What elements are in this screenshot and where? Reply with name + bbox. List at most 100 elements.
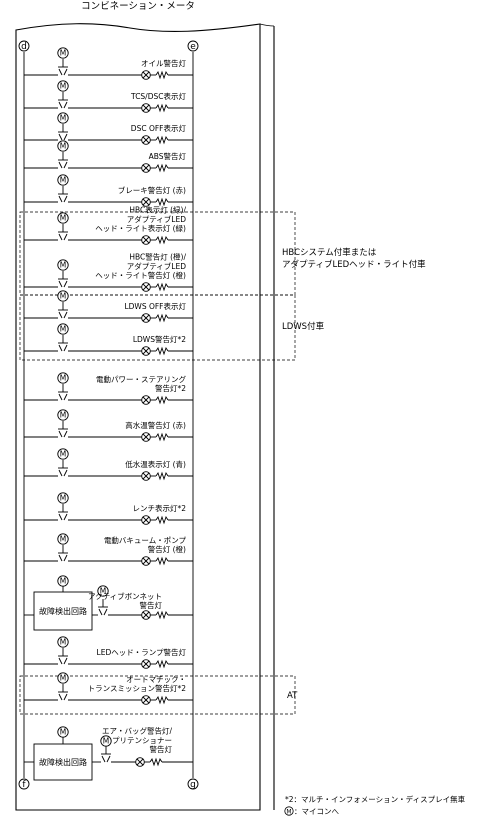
switch-icon	[58, 92, 68, 109]
lamp-icon	[141, 135, 151, 145]
lamp-icon	[141, 346, 151, 356]
lamp-icon	[141, 695, 151, 705]
lamp-icon	[141, 471, 151, 481]
lamp-icon	[141, 163, 151, 173]
svg-text:M: M	[60, 374, 66, 383]
svg-text:M: M	[60, 494, 66, 503]
switch-icon	[98, 599, 108, 616]
switch-icon	[58, 684, 68, 701]
row-label-line-1: 電動パワー・ステアリング	[96, 374, 186, 384]
row-label-line-2: プリテンショナー	[112, 736, 172, 745]
group-box-ldws	[19, 294, 296, 361]
svg-text:M: M	[60, 261, 66, 270]
svg-text:M: M	[60, 450, 66, 459]
meter-frame	[15, 23, 261, 811]
switch-icon	[58, 271, 68, 288]
row-label-line-2: 警告灯*2	[155, 383, 186, 393]
lamp-row: M ABS警告灯	[24, 140, 193, 173]
row-label-line-1: 電動バキューム・ポンプ	[104, 536, 187, 545]
lamp-icon	[141, 282, 151, 292]
fault-detection-box	[33, 591, 93, 631]
svg-text:M: M	[60, 214, 66, 223]
row-label-line-1: オートマチック・	[126, 675, 186, 684]
mcu-icon: M	[57, 575, 69, 587]
svg-text:M: M	[60, 535, 66, 544]
switch-icon	[58, 224, 68, 241]
group-label-hbc-line-1: HBCシステム付車または	[282, 247, 377, 258]
switch-icon	[58, 59, 68, 76]
lamp-icon	[141, 659, 151, 669]
lamp-row: M LDWS OFF表示灯	[24, 290, 193, 323]
row-label-line-1: LDWS OFF表示灯	[124, 301, 186, 311]
row-label-line-2: トランスミッション警告灯*2	[88, 683, 187, 693]
lamp-icon	[141, 103, 151, 113]
mcu-icon: M	[57, 47, 69, 59]
resistor-icon	[155, 432, 169, 442]
row-label-line-2: アダプティブLED	[127, 261, 186, 271]
switch-icon	[58, 124, 68, 141]
resistor-icon	[155, 135, 169, 145]
resistor-icon	[155, 471, 169, 481]
terminal-f: f	[18, 778, 30, 790]
lamp-icon	[141, 515, 151, 525]
row-label-line-1: エア・バッグ警告灯/	[102, 726, 172, 736]
mcu-icon: M	[57, 80, 69, 92]
terminal-e: e	[187, 40, 199, 52]
group-label-ldws: LDWS付車	[282, 321, 325, 332]
row-label-line-1: ABS警告灯	[149, 151, 187, 161]
row-label-line-3: 警告灯	[150, 744, 173, 754]
svg-text:M: M	[60, 638, 66, 647]
svg-text:M: M	[60, 82, 66, 91]
row-label-line-1: LDWS警告灯*2	[133, 334, 186, 344]
mcu-icon	[284, 806, 294, 816]
footnote-2: *2：マルチ・インフォメーション・ディスプレイ無車	[285, 794, 466, 804]
mcu-icon: M	[57, 372, 69, 384]
row-label-line-1: HBC警告灯 (橙)/	[129, 252, 186, 262]
resistor-icon	[155, 346, 169, 356]
switch-icon	[58, 302, 68, 319]
svg-text:M: M	[60, 674, 66, 683]
row-label-line-1: オイル警告灯	[141, 58, 186, 68]
switch-icon	[58, 152, 68, 169]
svg-text:M: M	[60, 142, 66, 151]
resistor-icon	[149, 757, 163, 767]
svg-text:M: M	[103, 737, 109, 746]
mcu-icon: M	[57, 448, 69, 460]
group-label-at: AT	[287, 691, 298, 701]
switch-icon	[101, 746, 111, 763]
row-label-line-1: アクティブボンネット	[88, 591, 162, 601]
fault-detection-box	[33, 743, 93, 781]
resistor-icon	[155, 556, 169, 566]
switch-icon	[58, 504, 68, 521]
fault-detection-label: 故障検出回路	[39, 606, 87, 616]
svg-text:M: M	[100, 587, 106, 596]
mcu-icon: M	[57, 726, 69, 738]
svg-text:f: f	[22, 780, 26, 790]
mcu-icon: M	[57, 259, 69, 271]
switch-icon	[58, 335, 68, 352]
lamp-icon	[141, 235, 151, 245]
mcu-icon: M	[57, 533, 69, 545]
lamp-icon	[141, 556, 151, 566]
mcu-icon: M	[57, 290, 69, 302]
switch-icon	[58, 545, 68, 562]
terminal-d: d	[18, 40, 30, 52]
svg-text:M: M	[286, 809, 291, 816]
resistor-icon	[155, 103, 169, 113]
mcu-icon: M	[57, 112, 69, 124]
resistor-icon	[155, 610, 169, 620]
switch-icon	[58, 384, 68, 401]
mcu-icon: M	[100, 735, 112, 747]
switch-icon	[58, 648, 68, 665]
svg-text:g: g	[190, 780, 196, 790]
row-label-line-1: レンチ表示灯*2	[132, 503, 186, 513]
